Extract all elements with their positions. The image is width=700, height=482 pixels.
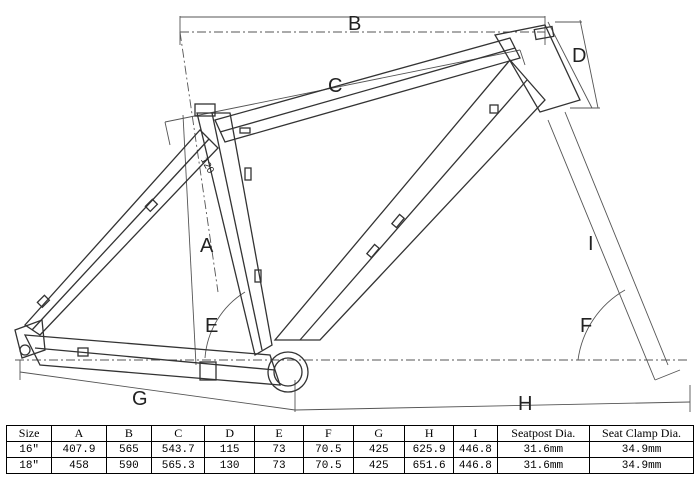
top-tube <box>214 37 521 143</box>
label-A: A <box>200 235 214 257</box>
table-cell: 407.9 <box>51 441 107 458</box>
dimension-lines <box>15 16 691 412</box>
table-cell: 18" <box>5 457 53 474</box>
label-D: D <box>572 45 586 67</box>
header-cell: C <box>150 425 206 442</box>
label-I: I <box>588 233 594 255</box>
table-row: 18" 458 590 565.3 130 73 70.5 425 651.6 … <box>5 457 694 474</box>
table-cell: 115 <box>204 441 255 458</box>
header-cell: F <box>303 425 354 442</box>
seat-tube <box>196 112 273 357</box>
label-E: E <box>205 315 218 337</box>
table-cell: 34.9mm <box>589 457 694 474</box>
label-G: G <box>132 388 148 410</box>
header-cell: I <box>453 425 498 442</box>
table-cell: 625.9 <box>403 441 455 458</box>
seat-clamp <box>194 103 216 117</box>
label-C: C <box>328 75 342 97</box>
bottom-bracket <box>267 351 309 393</box>
header-cell: G <box>352 425 405 442</box>
header-cell: A <box>51 425 107 442</box>
table-cell: 425 <box>352 441 405 458</box>
table-cell: 73 <box>253 441 305 458</box>
table-cell: 425 <box>352 457 405 474</box>
table-cell: 446.8 <box>453 457 498 474</box>
table-cell: 590 <box>105 457 153 474</box>
header-cell: D <box>204 425 255 442</box>
header-cell: Seatpost Dia. <box>496 425 591 442</box>
table-cell: 31.6mm <box>496 457 591 474</box>
table-cell: 70.5 <box>303 457 354 474</box>
header-cell: Size <box>5 425 53 442</box>
table-header-row: Size A B C D E F G H I Seatpost Dia. Sea… <box>5 425 694 442</box>
table-cell: 130 <box>204 457 255 474</box>
header-cell: H <box>403 425 455 442</box>
label-F: F <box>580 315 592 337</box>
table-cell: 446.8 <box>453 441 498 458</box>
table-cell: 565.3 <box>150 457 206 474</box>
head-tube <box>493 24 581 113</box>
table-cell: 458 <box>51 457 107 474</box>
header-cell: B <box>105 425 153 442</box>
seat-stay <box>24 129 219 336</box>
table-cell: 34.9mm <box>589 441 694 458</box>
table-cell: 73 <box>253 457 305 474</box>
down-tube <box>273 59 546 341</box>
geometry-table: Size A B C D E F G H I Seatpost Dia. Sea… <box>5 425 694 474</box>
label-H: H <box>518 393 532 415</box>
bike-frame-diagram: B C D A E F I G H 120 <box>14 13 691 415</box>
header-cell: Seat Clamp Dia. <box>589 425 694 442</box>
header-cell: E <box>253 425 305 442</box>
frame-outline <box>14 24 581 393</box>
table-row: 16" 407.9 565 543.7 115 73 70.5 425 625.… <box>5 441 694 458</box>
label-B: B <box>348 13 361 35</box>
table-cell: 565 <box>105 441 153 458</box>
table-cell: 651.6 <box>403 457 455 474</box>
table-cell: 543.7 <box>150 441 206 458</box>
table-cell: 16" <box>5 441 53 458</box>
table-cell: 31.6mm <box>496 441 591 458</box>
table-cell: 70.5 <box>303 441 354 458</box>
chain-stay <box>23 334 281 386</box>
